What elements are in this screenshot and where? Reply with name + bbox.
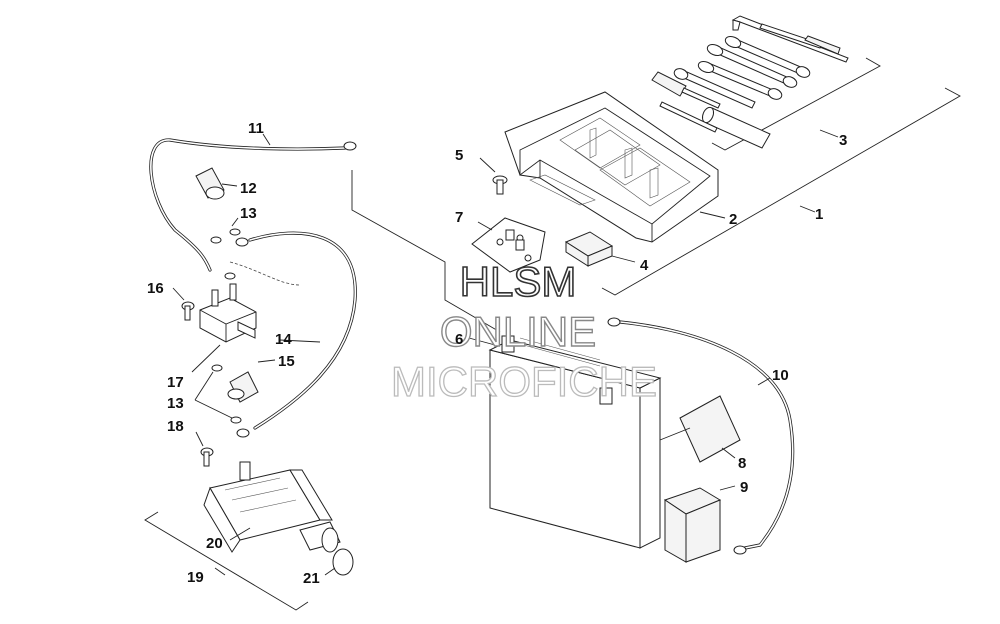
watermark-line-2: ONLINE (440, 308, 596, 355)
callout-11: 11 (248, 120, 264, 137)
screwdriver-shaft (759, 23, 823, 49)
foam-block-9 (663, 485, 736, 563)
watermark: HLSM ONLINE MICROFICHE (390, 257, 657, 405)
solenoid-17 (191, 272, 257, 373)
callout-12: 12 (240, 180, 257, 197)
o-ring-21 (324, 548, 354, 576)
cable-11 (149, 133, 357, 272)
callout-1: 1 (815, 206, 823, 223)
callout-20: 20 (206, 535, 223, 552)
callout-3: 3 (839, 132, 847, 149)
leader-3 (819, 129, 839, 138)
screw-16 (172, 287, 195, 321)
leader-19 (214, 567, 226, 576)
leader-2 (699, 211, 726, 219)
connector-line-battery (351, 170, 501, 333)
wrench-3 (697, 60, 783, 100)
terminal-boot-12 (195, 167, 238, 200)
wrench-1 (724, 35, 811, 78)
foam-pad-4 (564, 231, 636, 267)
hex-key-tool-bend (732, 19, 741, 31)
callout-13-bottom: 13 (167, 395, 184, 412)
starter-motor-20 (203, 461, 341, 553)
screwdriver-short-shaft (681, 87, 721, 109)
terminal-boot-15 (227, 359, 276, 403)
cable-14 (235, 231, 357, 438)
callout-9: 9 (740, 479, 748, 496)
screwdriver-handle (804, 35, 841, 55)
battery-6 (468, 335, 662, 549)
tool-set (651, 15, 849, 149)
screw-18 (195, 431, 214, 467)
callout-21: 21 (303, 570, 320, 587)
wrench-2 (706, 43, 798, 88)
nuts-13-bottom (194, 364, 242, 424)
dashed-wire (229, 261, 301, 286)
callout-5: 5 (455, 147, 463, 164)
bracket-3 (711, 57, 881, 151)
watermark-line-1: HLSM (460, 258, 577, 305)
screw-5 (479, 157, 508, 195)
battery-cable-10 (607, 317, 795, 555)
callout-6: 6 (455, 331, 463, 348)
leader-1 (799, 205, 816, 213)
callout-13-top: 13 (240, 205, 257, 222)
callout-19: 19 (187, 569, 204, 586)
callout-10: 10 (772, 367, 789, 384)
callout-18: 18 (167, 418, 184, 435)
nuts-13-top (210, 217, 241, 244)
tommy-bar (659, 101, 718, 133)
callout-4: 4 (640, 257, 649, 274)
hex-key-tool (731, 15, 849, 63)
tool-tray (504, 91, 726, 243)
callout-8: 8 (738, 455, 746, 472)
callout-16: 16 (147, 280, 164, 297)
callout-15: 15 (278, 353, 295, 370)
screwdriver-short-handle (651, 71, 687, 97)
watermark-line-3: MICROFICHE (391, 358, 657, 405)
label-sheet-8 (659, 395, 741, 463)
callout-2: 2 (729, 211, 737, 228)
wrench-4 (673, 68, 756, 109)
callout-17: 17 (167, 374, 184, 391)
bracket-19 (144, 511, 309, 611)
callout-14: 14 (275, 331, 292, 348)
hold-down-bracket-7 (471, 217, 546, 273)
bracket-1 (601, 87, 961, 296)
callout-7: 7 (455, 209, 463, 226)
